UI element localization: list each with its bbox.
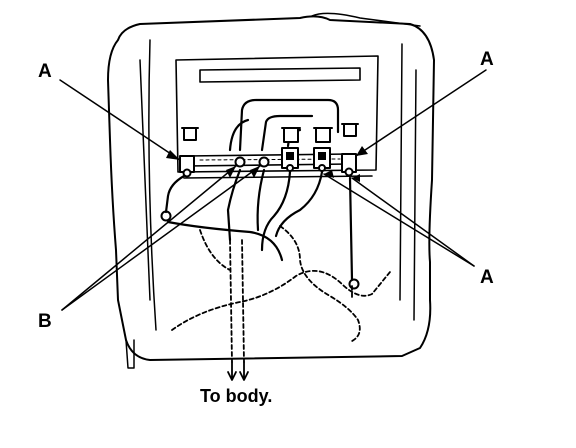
callout-a-bottom-right: A — [480, 267, 494, 288]
connector-a-mid-2 — [313, 147, 331, 172]
arrowheads — [166, 146, 368, 182]
to-body-caption: To body. — [200, 386, 273, 406]
leader-a-bottom-right-1 — [323, 173, 475, 267]
leader-a-bottom-right-2 — [351, 177, 475, 267]
connector-a-mid-1 — [281, 147, 299, 172]
connector-upper-left — [181, 127, 199, 141]
callout-a-top-right: A — [480, 49, 494, 70]
connector-upper-mid-1 — [281, 127, 301, 143]
connector-upper-mid-2 — [313, 127, 333, 143]
to-body-arrows — [227, 361, 249, 381]
leader-b-2 — [61, 165, 261, 311]
hidden-harness-routing — [171, 225, 391, 363]
callout-a-top-left: A — [38, 61, 52, 82]
connector-upper-right — [341, 123, 359, 137]
leader-a-top-right — [355, 69, 487, 157]
callout-leaders — [59, 69, 487, 311]
clip-right-lower — [348, 278, 360, 290]
seat-back-frame — [107, 12, 435, 369]
seat-back-inner-panel — [175, 55, 379, 179]
lower-wiring — [164, 168, 354, 282]
leader-a-top-left — [59, 79, 181, 161]
clip-b-left — [234, 156, 246, 168]
callout-b-left: B — [38, 311, 52, 332]
connector-a-left — [179, 155, 195, 178]
clip-b-right — [258, 156, 270, 168]
leader-b-1 — [61, 165, 237, 311]
connector-a-right — [341, 153, 357, 177]
